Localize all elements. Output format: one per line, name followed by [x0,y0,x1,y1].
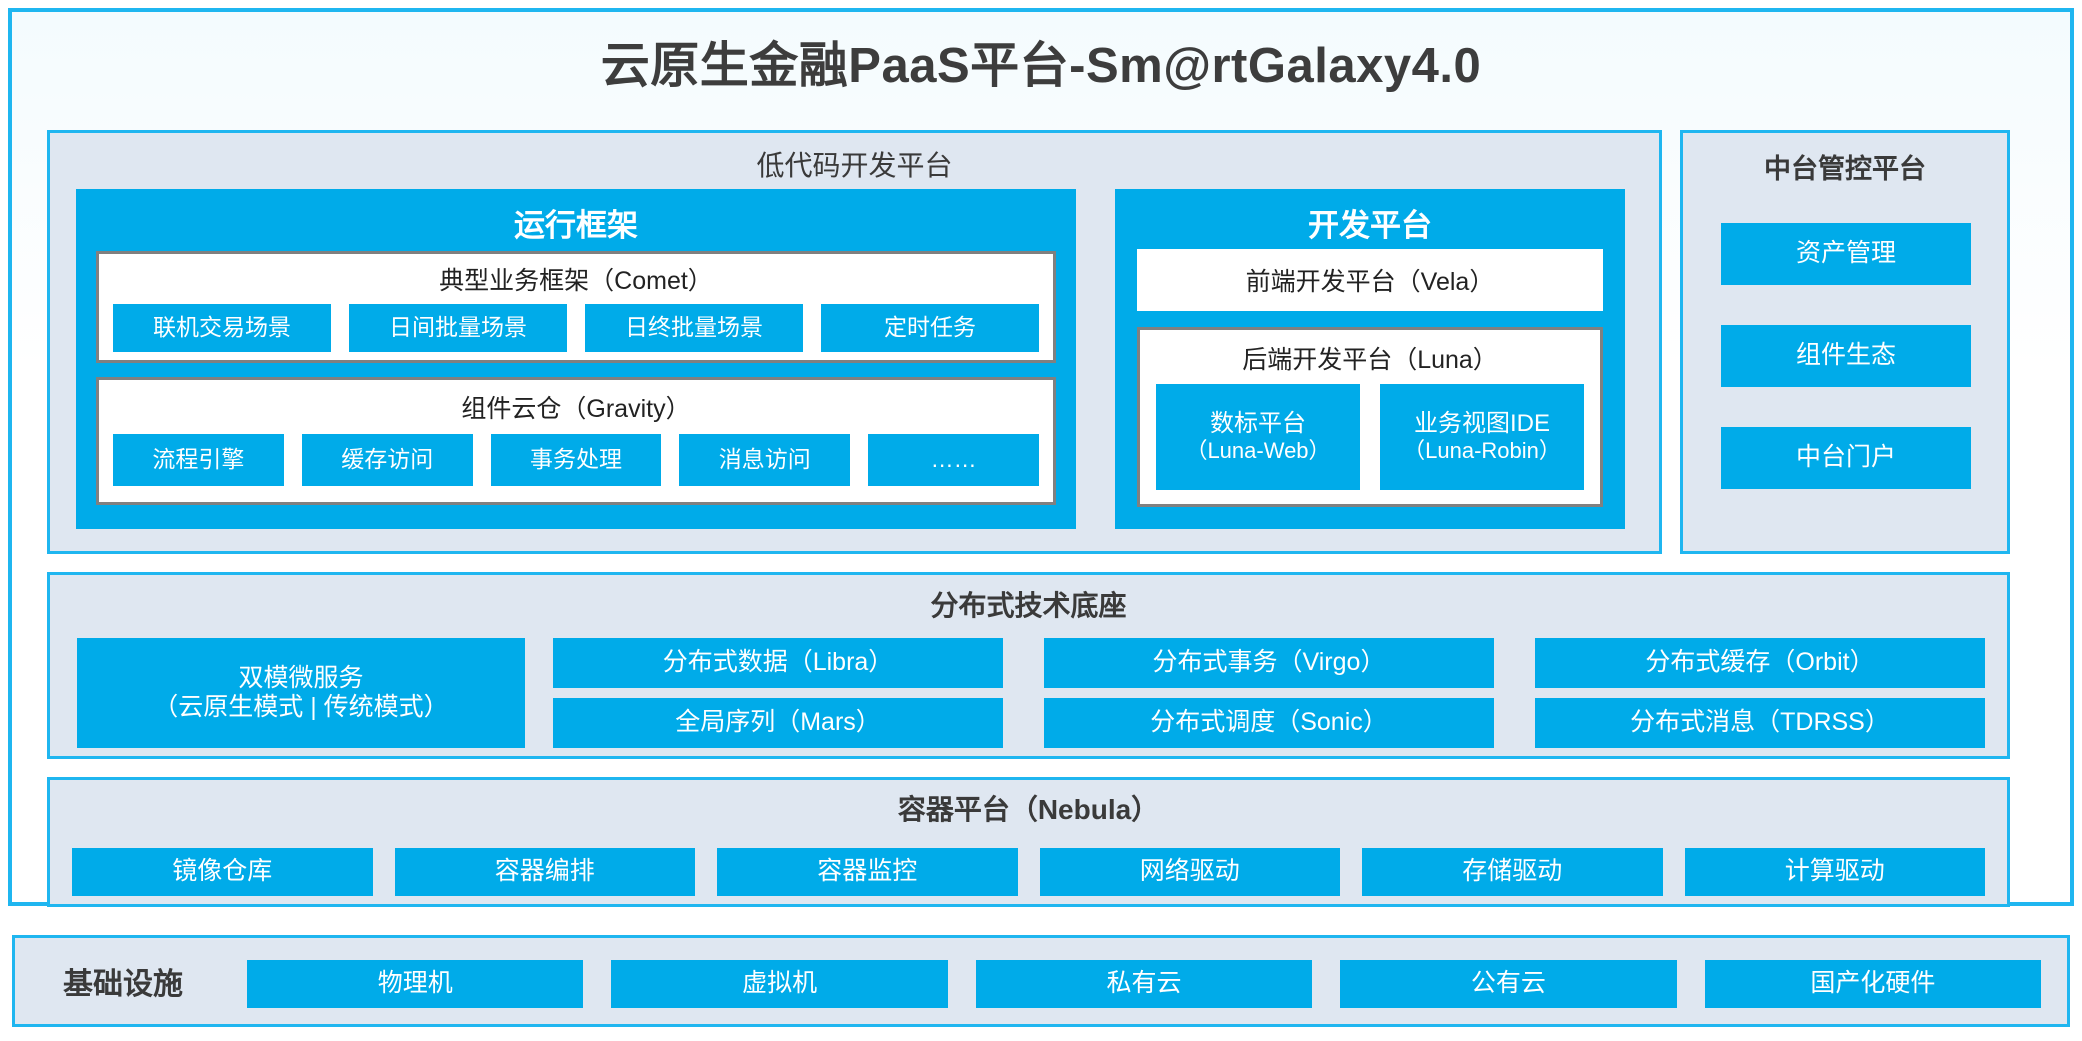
midoffice-platform-title: 中台管控平台 [1764,154,1926,184]
runtime-framework-box: 运行框架 典型业务框架（Comet） 联机交易场景 日间批量场景 日终批量场景 … [76,189,1076,529]
gravity-item-row: 流程引擎 缓存访问 事务处理 消息访问 …… [113,434,1039,486]
comet-item-online-trade[interactable]: 联机交易场景 [113,304,331,352]
comet-item-intraday-batch[interactable]: 日间批量场景 [349,304,567,352]
infra-item-public-cloud[interactable]: 公有云 [1340,960,1677,1008]
gravity-item-cache-access[interactable]: 缓存访问 [301,434,473,486]
distributed-column-data: 分布式数据（Libra） 全局序列（Mars） [553,638,1003,748]
infrastructure-label: 基础设施 [63,968,183,1001]
comet-business-framework-box: 典型业务框架（Comet） 联机交易场景 日间批量场景 日终批量场景 定时任务 [96,251,1056,363]
comet-item-row: 联机交易场景 日间批量场景 日终批量场景 定时任务 [113,304,1039,352]
luna-item-business-view-ide[interactable]: 业务视图IDE （Luna-Robin） [1380,384,1584,490]
infra-item-physical-machine[interactable]: 物理机 [247,960,584,1008]
platform-outer-frame: 云原生金融PaaS平台-Sm@rtGalaxy4.0 低代码开发平台 运行框架 … [8,8,2074,907]
lowcode-platform-title: 低代码开发平台 [756,150,953,181]
container-item-image-registry[interactable]: 镜像仓库 [72,848,373,896]
distributed-column-cache: 分布式缓存（Orbit） 分布式消息（TDRSS） [1535,638,1985,748]
dist-item-virgo[interactable]: 分布式事务（Virgo） [1044,638,1494,688]
gravity-item-message-access[interactable]: 消息访问 [679,434,851,486]
frontend-dev-platform-vela[interactable]: 前端开发平台（Vela） [1137,249,1603,311]
distributed-column-transaction: 分布式事务（Virgo） 分布式调度（Sonic） [1044,638,1494,748]
gravity-item-process-engine[interactable]: 流程引擎 [113,434,284,486]
container-item-row: 镜像仓库 容器编排 容器监控 网络驱动 存储驱动 计算驱动 [72,848,1985,896]
development-platform-title: 开发平台 [1308,208,1432,243]
infrastructure-panel: 基础设施 物理机 虚拟机 私有云 公有云 国产化硬件 [12,935,2070,1027]
gravity-item-transaction[interactable]: 事务处理 [490,434,662,486]
midoffice-item-component-ecosystem[interactable]: 组件生态 [1721,325,1971,387]
luna-item-1-code: （Luna-Robin） [1403,438,1561,464]
dist-item-orbit[interactable]: 分布式缓存（Orbit） [1535,638,1985,688]
infra-item-private-cloud[interactable]: 私有云 [975,960,1313,1008]
comet-item-eod-batch[interactable]: 日终批量场景 [585,304,803,352]
midoffice-item-asset-management[interactable]: 资产管理 [1721,223,1971,285]
luna-item-row: 数标平台 （Luna-Web） 业务视图IDE （Luna-Robin） [1156,384,1584,490]
midoffice-control-platform-panel: 中台管控平台 资产管理 组件生态 中台门户 [1680,130,2010,554]
luna-item-0-code: （Luna-Web） [1185,438,1331,464]
infra-item-domestic-hardware[interactable]: 国产化硬件 [1704,960,2042,1008]
dual-mode-microservice-card[interactable]: 双模微服务 （云原生模式 | 传统模式） [77,638,525,748]
lowcode-platform-panel: 低代码开发平台 运行框架 典型业务框架（Comet） 联机交易场景 日间批量场景… [47,130,1662,554]
comet-title: 典型业务框架（Comet） [439,267,713,295]
gravity-title: 组件云仓（Gravity） [461,395,691,423]
dist-item-libra[interactable]: 分布式数据（Libra） [553,638,1003,688]
gravity-component-cloud-box: 组件云仓（Gravity） 流程引擎 缓存访问 事务处理 消息访问 …… [96,377,1056,505]
runtime-framework-title: 运行框架 [514,208,638,243]
dist-item-mars[interactable]: 全局序列（Mars） [553,698,1003,748]
container-platform-panel: 容器平台（Nebula） 镜像仓库 容器编排 容器监控 网络驱动 存储驱动 计算… [47,777,2010,907]
backend-dev-platform-luna-box: 后端开发平台（Luna） 数标平台 （Luna-Web） 业务视图IDE （Lu… [1137,327,1603,507]
container-item-network-driver[interactable]: 网络驱动 [1039,848,1340,896]
gravity-item-more[interactable]: …… [868,434,1039,486]
luna-title: 后端开发平台（Luna） [1242,346,1498,374]
container-item-storage-driver[interactable]: 存储驱动 [1362,848,1663,896]
container-item-orchestration[interactable]: 容器编排 [394,848,695,896]
dual-mode-sub: （云原生模式 | 传统模式） [153,693,449,721]
luna-item-0-name: 数标平台 [1210,409,1306,437]
container-item-monitoring[interactable]: 容器监控 [717,848,1018,896]
dist-item-tdrss[interactable]: 分布式消息（TDRSS） [1535,698,1985,748]
development-platform-box: 开发平台 前端开发平台（Vela） 后端开发平台（Luna） 数标平台 （Lun… [1115,189,1625,529]
page-title: 云原生金融PaaS平台-Sm@rtGalaxy4.0 [600,39,1482,93]
infrastructure-item-row: 物理机 虚拟机 私有云 公有云 国产化硬件 [247,960,2042,1008]
luna-item-data-standard-platform[interactable]: 数标平台 （Luna-Web） [1156,384,1360,490]
distributed-tech-base-panel: 分布式技术底座 双模微服务 （云原生模式 | 传统模式） 分布式数据（Libra… [47,572,2010,759]
comet-item-scheduled-task[interactable]: 定时任务 [821,304,1039,352]
dist-item-sonic[interactable]: 分布式调度（Sonic） [1044,698,1494,748]
infra-item-virtual-machine[interactable]: 虚拟机 [611,960,948,1008]
container-platform-title: 容器平台（Nebula） [897,794,1160,825]
container-item-compute-driver[interactable]: 计算驱动 [1684,848,1985,896]
midoffice-item-portal[interactable]: 中台门户 [1721,427,1971,489]
distributed-tech-base-title: 分布式技术底座 [930,590,1127,621]
dual-mode-name: 双模微服务 [238,663,364,692]
luna-item-1-name: 业务视图IDE [1413,409,1550,437]
